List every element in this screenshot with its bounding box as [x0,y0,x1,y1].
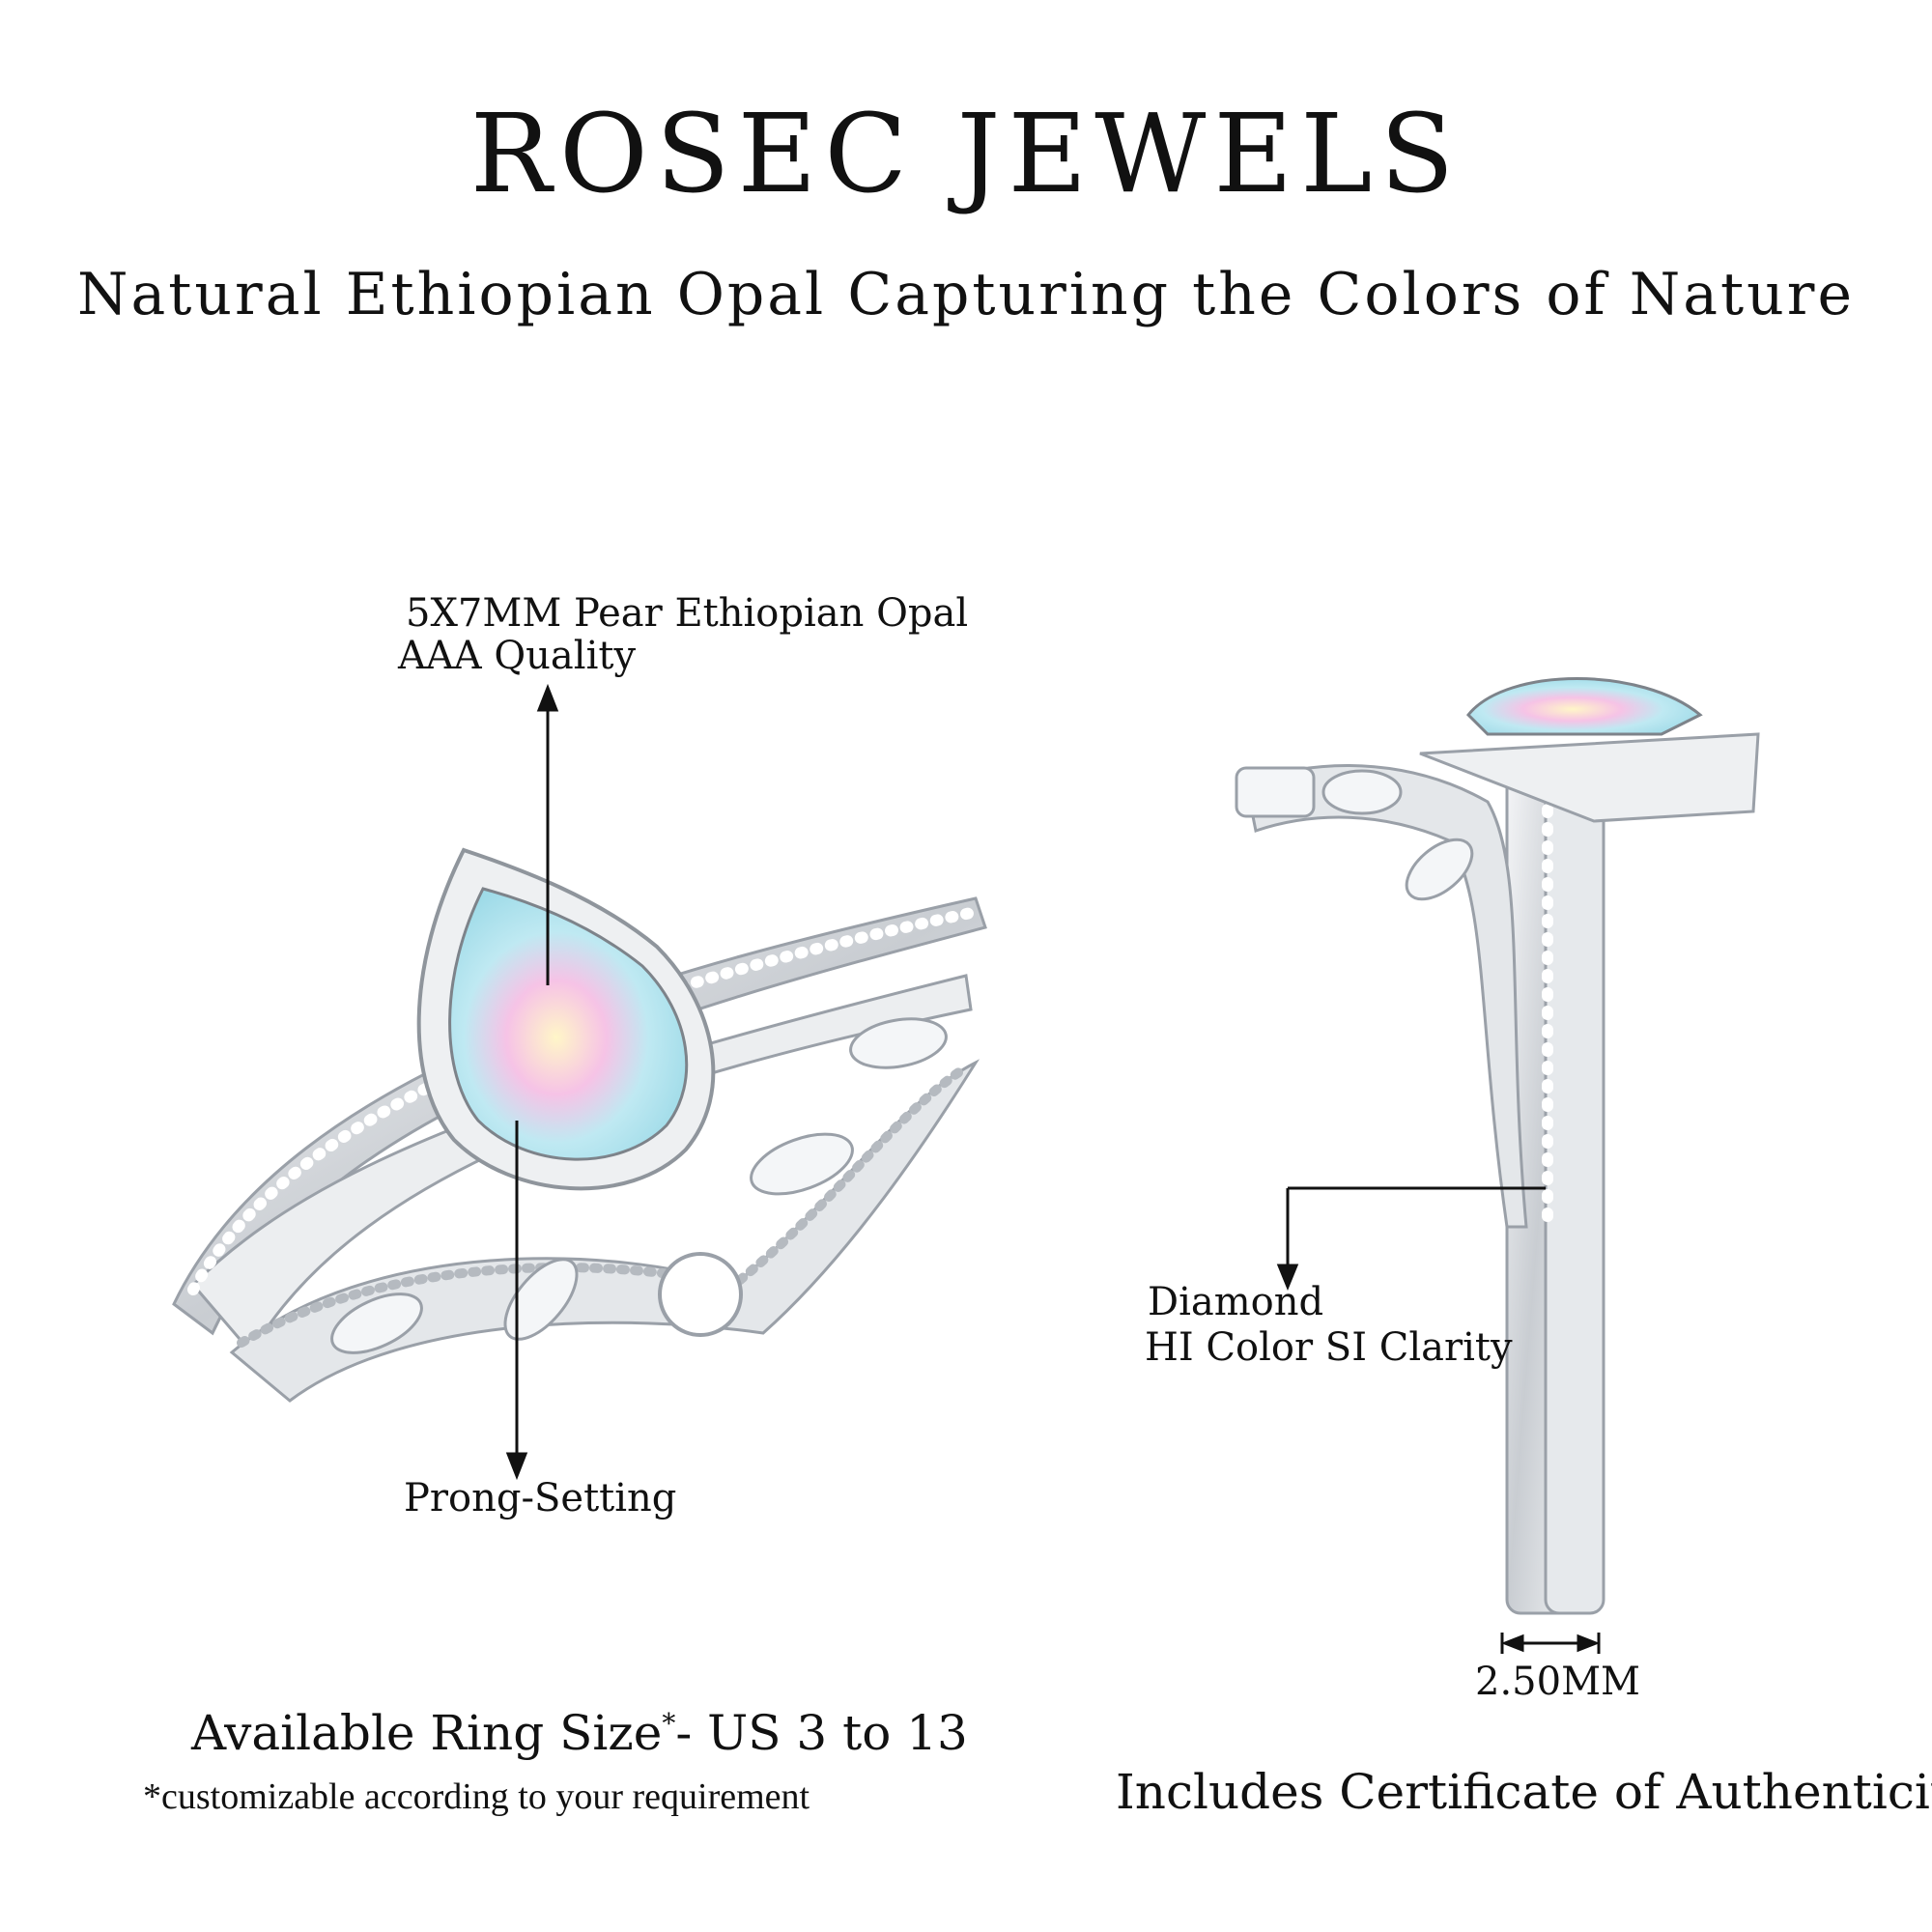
customizable-note: *customizable according to your requirem… [143,1776,810,1817]
setting-label: Prong-Setting [404,1476,677,1520]
front-view-ring [172,847,987,1403]
brand-title: ROSEC JEWELS [469,92,1463,217]
ring-size-prefix: Available Ring Size [191,1705,663,1761]
band-width-label: 2.50MM [1475,1660,1640,1704]
tagline: Natural Ethiopian Opal Capturing the Col… [77,261,1855,328]
ring-size-range: - US 3 to 13 [675,1705,968,1761]
ring-size-text: Available Ring Size*- US 3 to 13 [191,1705,968,1761]
gem-spec-line2: AAA Quality [398,634,637,678]
certificate-text: Includes Certificate of Authenticity [1116,1764,1932,1820]
gem-spec-line1: 5X7MM Pear Ethiopian Opal [406,591,969,636]
side-view-ring [1235,677,1760,1615]
ring-size-asterisk: * [662,1707,676,1740]
callout-lines [505,683,1601,1654]
diamond-spec-line1: Diamond [1148,1280,1324,1324]
diamond-spec-line2: HI Color SI Clarity [1145,1325,1513,1370]
